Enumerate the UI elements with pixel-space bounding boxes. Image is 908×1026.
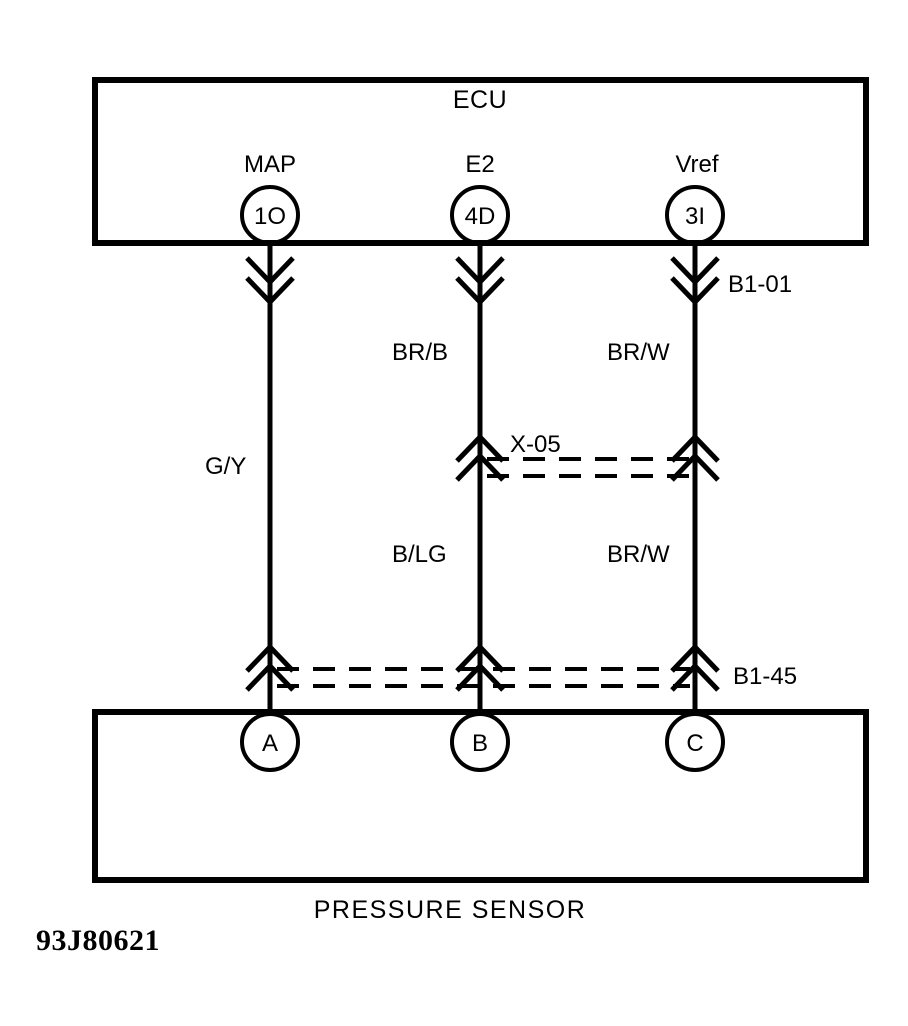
ecu-pin-number-vref: 3I — [685, 203, 705, 230]
connector-chevron-b145-wire1 — [245, 643, 295, 692]
ecu-title: ECU — [453, 86, 507, 114]
sensor-pin-number-b: B — [472, 730, 488, 757]
ecu-pin-name-e2: E2 — [465, 151, 494, 178]
connector-label-b1-45: B1-45 — [733, 663, 797, 690]
ecu-pin-number-e2: 4D — [465, 203, 496, 230]
wire-color-label-blg: B/LG — [392, 541, 447, 568]
arrow-down-icon-wire1 — [245, 256, 295, 306]
ecu-pin-name-vref: Vref — [675, 151, 718, 178]
wire-color-label-gy: G/Y — [205, 453, 246, 480]
connector-chevron-b145-wire3 — [670, 643, 720, 692]
ecu-pin-number-map: 1O — [254, 203, 286, 230]
sensor-pin-number-a: A — [262, 730, 278, 757]
arrow-down-icon-wire3 — [670, 256, 720, 306]
pressure-sensor-title: PRESSURE SENSOR — [314, 896, 587, 924]
wire-color-label-brw-lower: BR/W — [607, 541, 670, 568]
connector-label-x05: X-05 — [510, 431, 561, 458]
connector-label-b1-01: B1-01 — [728, 271, 792, 298]
wire-color-label-brw-upper: BR/W — [607, 339, 670, 366]
figure-id-label: 93J80621 — [36, 924, 160, 957]
ecu-pin-name-map: MAP — [244, 151, 296, 178]
arrow-down-icon-wire2 — [455, 256, 505, 306]
wire-color-label-brb: BR/B — [392, 339, 448, 366]
connector-chevron-b145-wire2 — [455, 643, 505, 692]
connector-chevron-x05-wire3 — [670, 433, 720, 482]
sensor-pin-number-c: C — [686, 730, 703, 757]
connector-chevron-x05-wire2 — [455, 433, 505, 482]
